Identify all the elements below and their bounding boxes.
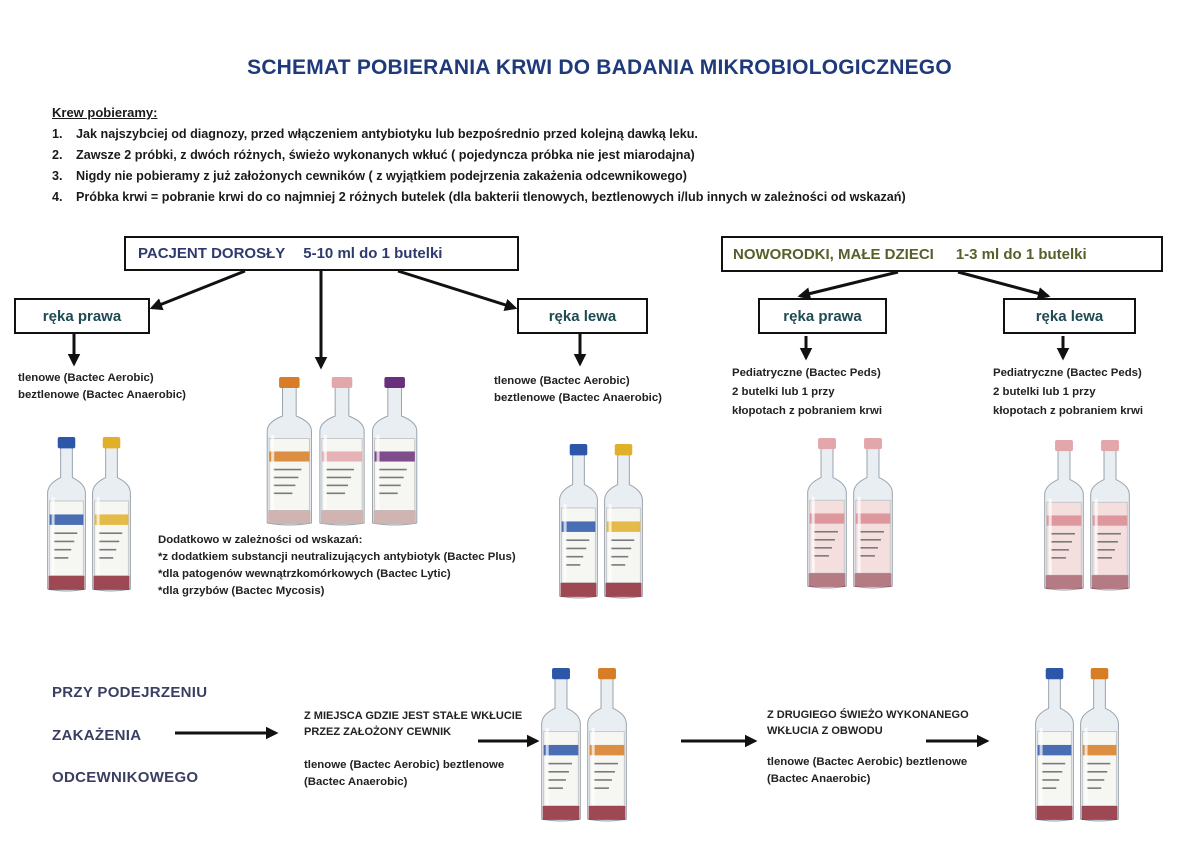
- child-volume: 1-3 ml do 1 butelki: [955, 245, 1087, 263]
- text-line: 2 butelki lub 1 przy: [732, 386, 835, 398]
- bottle-icon: [541, 668, 581, 822]
- adult-left-bottles-text: tlenowe (Bactec Aerobic) beztlenowe (Bac…: [494, 373, 662, 407]
- child-right-bottles-illustration: [807, 438, 893, 589]
- text-line: (Bactec Anaerobic): [304, 776, 408, 788]
- bottle-icon: [319, 377, 365, 526]
- arrow-adult-to-left-hand: [397, 269, 518, 311]
- intro-item-number: 3.: [52, 169, 63, 183]
- adult-right-bottles-text: tlenowe (Bactec Aerobic) beztlenowe (Bac…: [18, 370, 186, 404]
- bottle-icon: [47, 437, 86, 592]
- bottle-icon: [1090, 440, 1130, 591]
- intro-list: 1. Jak najszybciej od diagnozy, przed włą…: [52, 124, 906, 208]
- text-line: *z dodatkiem substancji neutralizujących…: [158, 551, 516, 563]
- bottle-icon: [92, 437, 131, 592]
- catheter-label-line1: PRZY PODEJRZENIU: [52, 684, 208, 701]
- text-line: tlenowe (Bactec Aerobic) beztlenowe: [304, 759, 505, 771]
- child-label: NOWORODKI, MAŁE DZIECI: [733, 245, 934, 263]
- adult-right-hand-box: ręka prawa: [14, 298, 150, 334]
- text-line: kłopotach z pobraniem krwi: [732, 405, 883, 417]
- child-left-hand-box: ręka lewa: [1003, 298, 1136, 334]
- intro-item-number: 1.: [52, 127, 63, 141]
- intro-item-text: Próbka krwi = pobranie krwi do co najmni…: [76, 190, 906, 204]
- catheter-site2-text: Z DRUGIEGO ŚWIEŻO WYKONANEGO WKŁUCIA Z O…: [767, 707, 969, 739]
- intro-heading: Krew pobieramy:: [52, 105, 158, 120]
- bottle-icon: [266, 377, 312, 526]
- text-line: PRZEZ ZAŁOŻONY CEWNIK: [304, 726, 452, 738]
- text-line: beztlenowe (Bactec Anaerobic): [494, 392, 662, 404]
- catheter-site1-text: Z MIEJSCA GDZIE JEST STAŁE WKŁUCIE PRZEZ…: [304, 708, 522, 740]
- text-line: Z DRUGIEGO ŚWIEŻO WYKONANEGO: [767, 709, 969, 721]
- text-line: kłopotach z pobraniem krwi: [993, 405, 1144, 417]
- intro-item-text: Jak najszybciej od diagnozy, przed włącz…: [76, 127, 698, 141]
- bottle-icon: [1080, 668, 1119, 822]
- page-title: SCHEMAT POBIERANIA KRWI DO BADANIA MIKRO…: [247, 56, 952, 79]
- additional-bottles-text: Dodatkowo w zależności od wskazań: *z do…: [158, 532, 516, 600]
- intro-item-text: Nigdy nie pobieramy z już założonych cew…: [76, 169, 687, 183]
- child-left-bottles-illustration: [1044, 440, 1130, 591]
- catheter-site1-bottles-text: tlenowe (Bactec Aerobic) beztlenowe (Bac…: [304, 757, 504, 791]
- adult-left-bottles-illustration: [559, 444, 643, 599]
- adult-left-hand-box: ręka lewa: [517, 298, 648, 334]
- adult-label: PACJENT DOROSŁY: [138, 245, 286, 262]
- arrow-adult-to-right-hand: [149, 269, 246, 311]
- bottle-icon: [587, 668, 627, 822]
- bottle-icon: [853, 438, 893, 589]
- text-line: WKŁUCIA Z OBWODU: [767, 725, 883, 737]
- intro-item: 4. Próbka krwi = pobranie krwi do co najm…: [52, 187, 906, 208]
- arrow-child-to-right-hand: [797, 270, 899, 300]
- child-right-bottles-text: Pediatryczne (Bactec Peds) 2 butelki lub…: [732, 364, 882, 421]
- adult-patient-box: PACJENT DOROSŁY 5-10 ml do 1 butelki: [124, 236, 519, 271]
- bottle-icon: [372, 377, 418, 526]
- bottle-icon: [1035, 668, 1074, 822]
- text-line: Pediatryczne (Bactec Peds): [732, 367, 881, 379]
- catheter-site1-bottles-illustration: [541, 668, 627, 822]
- adult-volume: 5-10 ml do 1 butelki: [303, 245, 443, 262]
- text-line: *dla grzybów (Bactec Mycosis): [158, 585, 325, 597]
- bottle-icon: [807, 438, 847, 589]
- child-right-hand-box: ręka prawa: [758, 298, 887, 334]
- intro-item: 1. Jak najszybciej od diagnozy, przed włą…: [52, 124, 906, 145]
- text-line: tlenowe (Bactec Aerobic): [18, 372, 154, 384]
- adult-extra-bottles-illustration: [266, 377, 418, 526]
- text-line: Pediatryczne (Bactec Peds): [993, 367, 1142, 379]
- bottle-icon: [1044, 440, 1084, 591]
- intro-item: 2. Zawsze 2 próbki, z dwóch różnych, świe…: [52, 145, 906, 166]
- bottle-icon: [559, 444, 598, 599]
- intro-item-text: Zawsze 2 próbki, z dwóch różnych, świeżo…: [76, 148, 695, 162]
- catheter-site2-bottles-text: tlenowe (Bactec Aerobic) beztlenowe (Bac…: [767, 754, 967, 788]
- text-line: Z MIEJSCA GDZIE JEST STAŁE WKŁUCIE: [304, 710, 523, 722]
- adult-right-bottles-illustration: [47, 437, 131, 592]
- arrow-child-to-left-hand: [957, 270, 1051, 300]
- text-line: tlenowe (Bactec Aerobic) beztlenowe: [767, 756, 968, 768]
- child-left-bottles-text: Pediatryczne (Bactec Peds) 2 butelki lub…: [993, 364, 1143, 421]
- text-line: 2 butelki lub 1 przy: [993, 386, 1096, 398]
- intro-item-number: 2.: [52, 148, 63, 162]
- child-patient-box: NOWORODKI, MAŁE DZIECI 1-3 ml do 1 butel…: [721, 236, 1163, 272]
- bottle-icon: [604, 444, 643, 599]
- text-line: Dodatkowo w zależności od wskazań:: [158, 534, 363, 546]
- catheter-site2-bottles-illustration: [1035, 668, 1119, 822]
- text-line: tlenowe (Bactec Aerobic): [494, 375, 630, 387]
- intro-item-number: 4.: [52, 190, 63, 204]
- catheter-label-line2: ZAKAŻENIA: [52, 727, 142, 744]
- intro-item: 3. Nigdy nie pobieramy z już założonych c…: [52, 166, 906, 187]
- text-line: (Bactec Anaerobic): [767, 773, 871, 785]
- catheter-label-line3: ODCEWNIKOWEGO: [52, 769, 199, 786]
- text-line: *dla patogenów wewnątrzkomórkowych (Bact…: [158, 568, 451, 580]
- text-line: beztlenowe (Bactec Anaerobic): [18, 389, 186, 401]
